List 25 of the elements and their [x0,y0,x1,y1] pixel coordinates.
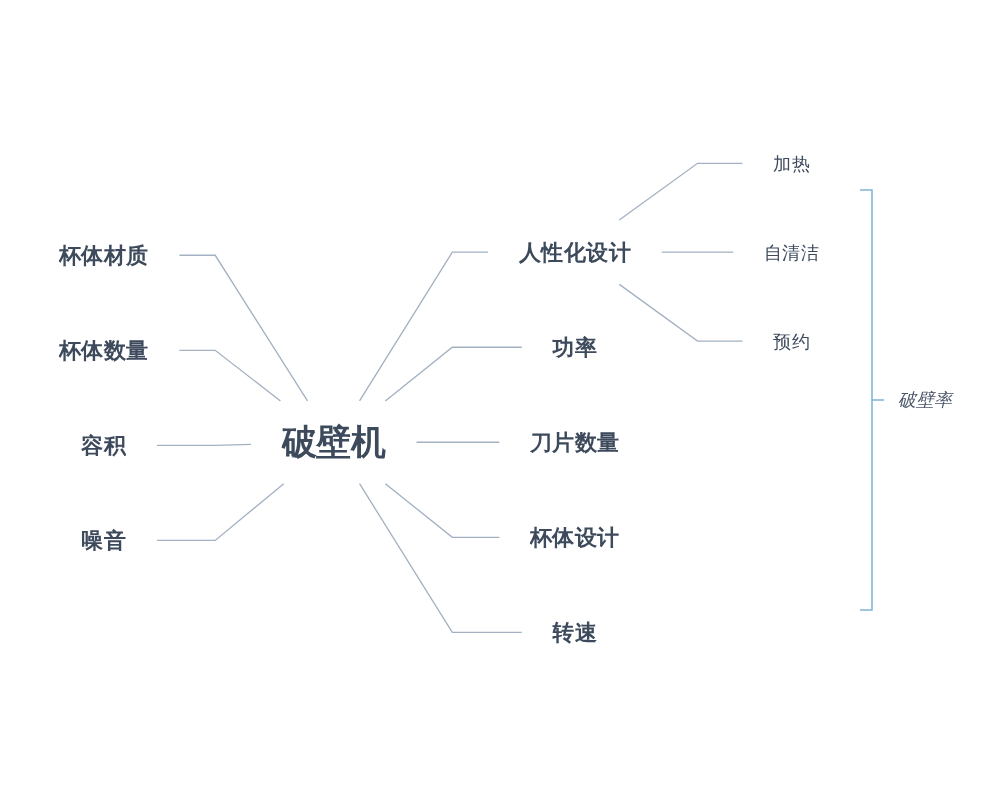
node-text: 自清洁 [763,241,820,264]
connector [384,483,500,539]
node-text: 容积 [81,432,127,459]
node-text: 转速 [552,619,598,646]
connector [156,483,285,542]
connector [156,443,252,447]
node-text: 刀片数量 [529,429,620,456]
connector [384,346,523,402]
node-text: 杯体设计 [529,524,620,551]
node-text: 噪音 [81,527,127,554]
connector [358,251,489,402]
node-text: 杯体材质 [58,242,149,269]
node-text: 功率 [552,334,598,361]
node-text: 杯体数量 [58,337,149,364]
connector [178,349,282,402]
group-label: 破壁率 [898,387,952,412]
node-text: 加热 [773,152,810,175]
connector [415,441,500,444]
node-text: 预约 [773,330,810,352]
connector [618,162,744,221]
connector [358,483,523,634]
connector [661,251,734,253]
connector [618,283,744,342]
node-text: 人性化设计 [518,239,632,266]
connector [178,254,309,402]
